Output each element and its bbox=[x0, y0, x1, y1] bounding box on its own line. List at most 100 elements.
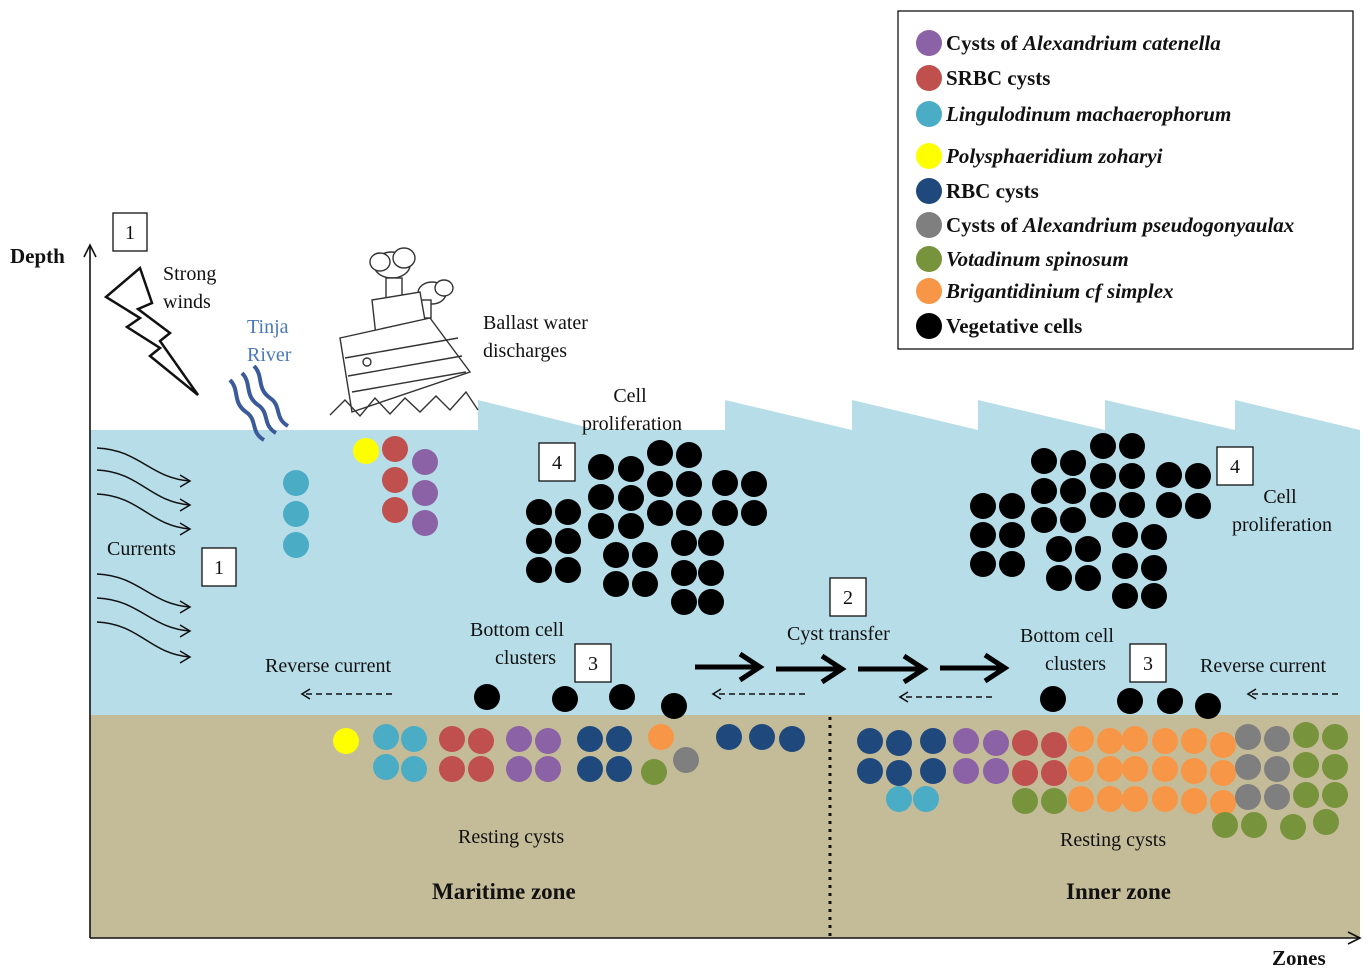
svg-text:Tinja: Tinja bbox=[247, 316, 289, 338]
gray-cyst-dot bbox=[673, 747, 699, 773]
red-cyst-dot bbox=[382, 497, 408, 523]
green-cyst-dot bbox=[1293, 752, 1319, 778]
green-cyst-dot bbox=[1322, 724, 1348, 750]
navy-cyst-dot bbox=[886, 730, 912, 756]
vegetative-cell-dot bbox=[618, 456, 644, 482]
vegetative-cell-dot bbox=[970, 522, 996, 548]
gray-cyst-dot bbox=[1264, 784, 1290, 810]
orange-cyst-dot bbox=[1181, 758, 1207, 784]
vegetative-cell-dot bbox=[1046, 536, 1072, 562]
vegetative-cell-dot bbox=[698, 530, 724, 556]
current-arrows bbox=[96, 447, 192, 664]
navy-cyst-dot bbox=[716, 724, 742, 750]
green-cyst-dot bbox=[1212, 812, 1238, 838]
svg-text:3: 3 bbox=[1143, 653, 1153, 675]
cyst-and-cell-dots bbox=[283, 433, 1348, 840]
vegetative-cell-dot bbox=[555, 528, 581, 554]
purple-cyst-dot bbox=[506, 756, 532, 782]
cyan-cyst-dot bbox=[283, 470, 309, 496]
label-cell-proliferation-left: Cell proliferation bbox=[582, 385, 682, 435]
vegetative-cell-dot bbox=[999, 493, 1025, 519]
vegetative-cell-dot bbox=[1040, 686, 1066, 712]
legend-swatch-green bbox=[916, 246, 942, 272]
vegetative-cell-dot bbox=[474, 684, 500, 710]
green-cyst-dot bbox=[1293, 782, 1319, 808]
orange-cyst-dot bbox=[1068, 756, 1094, 782]
vegetative-cell-dot bbox=[588, 513, 614, 539]
vegetative-cell-dot bbox=[1141, 555, 1167, 581]
vegetative-cell-dot bbox=[1031, 448, 1057, 474]
purple-cyst-dot bbox=[953, 758, 979, 784]
purple-cyst-dot bbox=[983, 730, 1009, 756]
red-cyst-dot bbox=[1041, 760, 1067, 786]
cyan-cyst-dot bbox=[886, 786, 912, 812]
label-cyst-transfer: Cyst transfer bbox=[787, 623, 890, 645]
green-cyst-dot bbox=[1322, 782, 1348, 808]
vegetative-cell-dot bbox=[588, 484, 614, 510]
gray-cyst-dot bbox=[1264, 726, 1290, 752]
red-cyst-dot bbox=[1012, 730, 1038, 756]
vegetative-cell-dot bbox=[609, 684, 635, 710]
green-cyst-dot bbox=[1280, 814, 1306, 840]
vegetative-cell-dot bbox=[661, 693, 687, 719]
legend-swatch-gray bbox=[916, 212, 942, 238]
vegetative-cell-dot bbox=[526, 499, 552, 525]
x-axis-label: Zones bbox=[1272, 946, 1326, 970]
purple-cyst-dot bbox=[412, 480, 438, 506]
orange-cyst-dot bbox=[1068, 786, 1094, 812]
legend-swatch-cyan bbox=[916, 101, 942, 127]
vegetative-cell-dot bbox=[712, 470, 738, 496]
green-cyst-dot bbox=[1293, 722, 1319, 748]
svg-text:proliferation: proliferation bbox=[1232, 514, 1332, 536]
cyan-cyst-dot bbox=[283, 532, 309, 558]
label-resting-cysts-left: Resting cysts bbox=[458, 826, 564, 848]
yellow-cyst-dot bbox=[353, 438, 379, 464]
orange-cyst-dot bbox=[1122, 726, 1148, 752]
red-cyst-dot bbox=[382, 436, 408, 462]
vegetative-cell-dot bbox=[1156, 492, 1182, 518]
vegetative-cell-dot bbox=[1046, 565, 1072, 591]
vegetative-cell-dot bbox=[603, 571, 629, 597]
navy-cyst-dot bbox=[749, 724, 775, 750]
ship-icon bbox=[329, 247, 479, 418]
svg-text:2: 2 bbox=[843, 587, 853, 609]
legend-item-0: Cysts of Alexandrium catenella bbox=[946, 31, 1221, 55]
green-cyst-dot bbox=[1241, 812, 1267, 838]
lightning-icon bbox=[103, 265, 200, 396]
legend-item-8: Vegetative cells bbox=[946, 314, 1082, 338]
orange-cyst-dot bbox=[1181, 728, 1207, 754]
legend-item-5: Cysts of Alexandrium pseudogonyaulax bbox=[946, 213, 1294, 237]
vegetative-cell-dot bbox=[676, 442, 702, 468]
vegetative-cell-dot bbox=[671, 560, 697, 586]
cyan-cyst-dot bbox=[373, 724, 399, 750]
cyan-cyst-dot bbox=[913, 786, 939, 812]
vegetative-cell-dot bbox=[555, 499, 581, 525]
navy-cyst-dot bbox=[857, 728, 883, 754]
vegetative-cell-dot bbox=[618, 513, 644, 539]
svg-text:winds: winds bbox=[163, 291, 211, 313]
vegetative-cell-dot bbox=[712, 500, 738, 526]
green-cyst-dot bbox=[1012, 788, 1038, 814]
vegetative-cell-dot bbox=[526, 557, 552, 583]
vegetative-cell-dot bbox=[603, 542, 629, 568]
purple-cyst-dot bbox=[953, 728, 979, 754]
navy-cyst-dot bbox=[577, 726, 603, 752]
vegetative-cell-dot bbox=[999, 551, 1025, 577]
vegetative-cell-dot bbox=[741, 471, 767, 497]
legend-swatch-yellow bbox=[916, 143, 942, 169]
red-cyst-dot bbox=[1012, 760, 1038, 786]
vegetative-cell-dot bbox=[1112, 583, 1138, 609]
red-cyst-dot bbox=[382, 467, 408, 493]
label-maritime-zone: Maritime zone bbox=[432, 879, 576, 904]
svg-text:1: 1 bbox=[214, 557, 224, 579]
svg-text:4: 4 bbox=[1230, 456, 1240, 478]
svg-text:proliferation: proliferation bbox=[582, 413, 682, 435]
navy-cyst-dot bbox=[857, 758, 883, 784]
label-reverse-current-left: Reverse current bbox=[265, 655, 391, 677]
step-box-4a: 4 bbox=[538, 442, 576, 482]
vegetative-cell-dot bbox=[1075, 565, 1101, 591]
vegetative-cell-dot bbox=[1156, 462, 1182, 488]
label-currents: Currents bbox=[107, 538, 176, 560]
navy-cyst-dot bbox=[577, 756, 603, 782]
